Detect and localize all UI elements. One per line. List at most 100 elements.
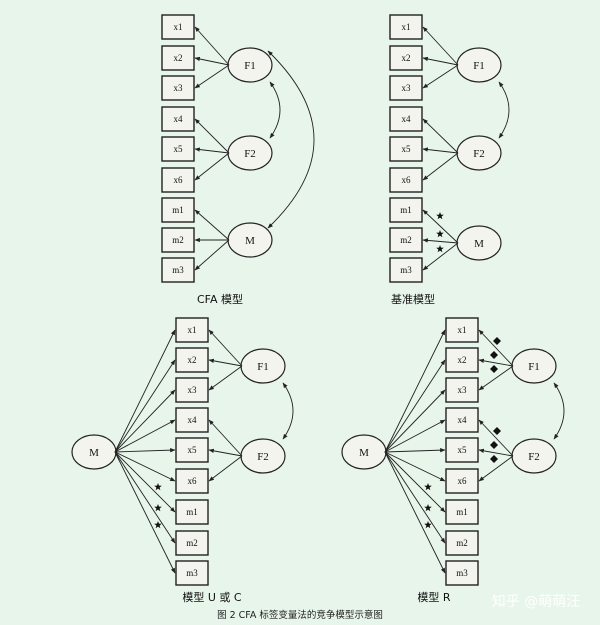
star-marker [436,245,444,253]
indicator-rect [445,347,479,373]
star-marker [424,483,432,491]
loading-arrow [208,365,243,391]
indicator-rect [175,407,209,433]
indicator-label: x5 [402,144,412,154]
loading-arrow [478,419,514,457]
method-loading-arrow [114,389,176,453]
loading-arrow [194,64,230,89]
covariance-arrow [269,81,281,139]
indicator-box: m2 [445,530,479,556]
figure-caption: 图 2 CFA 标签变量法的竞争模型示意图 [217,609,383,621]
indicator-rect [175,347,209,373]
indicator-box: x5 [161,136,195,162]
indicator-label: m1 [400,205,412,215]
indicator-box: x1 [175,317,209,343]
indicator-box: x2 [445,347,479,373]
indicator-label: x6 [402,175,412,185]
factor-label: F2 [528,451,540,463]
indicator-rect [389,227,423,253]
indicator-rect [161,197,195,223]
watermark: 知乎 @萌萌汪 [492,593,580,610]
star-marker [154,504,162,512]
indicator-label: m1 [186,507,198,517]
indicator-rect [445,377,479,403]
loading-arrow [478,448,514,457]
indicator-box: x3 [445,377,479,403]
loading-arrow [194,209,230,241]
indicator-label: x4 [188,415,198,425]
star-marker [154,521,162,529]
indicator-rect [445,560,479,586]
indicator-rect [175,377,209,403]
indicator-box: x4 [389,106,423,132]
indicator-box: m3 [175,560,209,586]
indicator-label: x3 [174,83,184,93]
indicator-rect [445,437,479,463]
factor-label: M [474,238,484,250]
loading-arrow [422,242,459,271]
indicator-label: x6 [174,175,184,185]
method-loading-arrow [384,451,446,544]
factor-label: F2 [473,148,485,160]
loading-arrow [422,147,459,154]
loading-arrow [422,118,459,154]
panel-title-cfa: CFA 模型 [197,292,243,306]
loading-arrow [194,147,230,154]
indicator-label: x2 [174,53,183,63]
indicator-box: m2 [175,530,209,556]
indicator-rect [389,45,423,71]
loading-arrow [208,455,243,482]
covariance-arrow [553,382,565,440]
indicator-label: m3 [172,265,184,275]
covariance-arrow [267,50,315,229]
method-loading-arrow [384,389,446,453]
loading-arrow [478,365,514,391]
indicator-box: x1 [161,14,195,40]
loading-arrow [194,239,230,271]
indicator-rect [161,136,195,162]
indicator-rect [175,530,209,556]
factor-ellipse: M [456,225,502,261]
indicator-box: x3 [389,75,423,101]
indicator-rect [161,45,195,71]
indicator-rect [161,106,195,132]
indicator-label: x5 [174,144,184,154]
panel-title-model-r: 模型 R [417,590,450,604]
indicator-label: x2 [402,53,411,63]
indicator-rect [389,197,423,223]
indicator-box: m1 [445,499,479,525]
method-loading-arrow [114,451,176,544]
indicator-box: x3 [161,75,195,101]
indicator-label: m2 [186,538,198,548]
indicator-label: m2 [456,538,468,548]
indicator-box: m2 [389,227,423,253]
indicator-rect [445,499,479,525]
indicator-box: m1 [175,499,209,525]
method-loading-arrow [384,451,446,574]
factor-ellipse: F2 [456,135,502,171]
loading-arrow [422,209,459,244]
diamond-marker [490,365,498,373]
diamond-marker [490,455,498,463]
indicator-label: m2 [400,235,412,245]
indicator-label: x6 [458,476,468,486]
diamond-marker [493,337,501,345]
indicator-box: x6 [175,468,209,494]
factor-ellipse: F2 [227,135,273,171]
indicator-label: x3 [188,385,198,395]
loading-arrow [422,238,459,244]
indicator-rect [175,317,209,343]
indicator-box: m3 [161,257,195,283]
method-loading-arrow [114,451,176,513]
method-loading-arrow [114,419,176,453]
loading-arrow [194,152,230,181]
indicator-label: m2 [172,235,184,245]
method-loading-arrow [114,359,176,453]
indicator-label: x3 [458,385,468,395]
indicator-rect [389,106,423,132]
indicator-label: x1 [174,22,183,32]
indicator-box: m2 [161,227,195,253]
loading-arrow [422,152,459,181]
factor-label: F2 [244,148,256,160]
